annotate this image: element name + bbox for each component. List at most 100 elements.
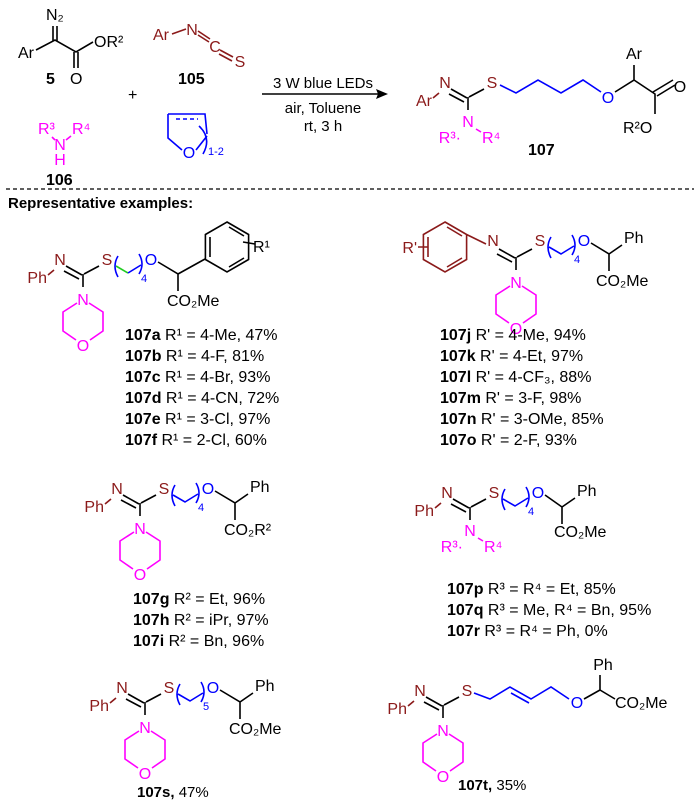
compound-label-107t: 107t, 35%	[458, 777, 526, 794]
atom-o: O	[571, 695, 583, 712]
atom-ar: Ar	[416, 93, 433, 110]
compound-label-105: 105	[178, 71, 205, 88]
structure-107g-i: Ph N S N O 4 O Ph CO₂R²	[84, 479, 271, 584]
substituent-list-107a-f: 107a R¹ = 4-Me, 47% 107b R¹ = 4-F, 81% 1…	[125, 327, 279, 449]
list-item: 107q R³ = Me, R⁴ = Bn, 95%	[447, 602, 651, 619]
substituent-list-107p-r: 107p R³ = R⁴ = Et, 85% 107q R³ = Me, R⁴ …	[447, 581, 651, 640]
atom-n-morpholine: N	[510, 275, 522, 292]
atom-s: S	[535, 233, 546, 250]
condition-light: 3 W blue LEDs	[273, 75, 373, 92]
list-item: 107p R³ = R⁴ = Et, 85%	[447, 581, 616, 598]
reactant-isothiocyanate-105: Ar N C S 105	[153, 22, 245, 88]
atom-s: S	[164, 680, 175, 697]
atom-ph: Ph	[593, 657, 613, 674]
atom-ph: Ph	[624, 230, 644, 247]
atom-o: O	[183, 145, 195, 162]
atom-o: O	[70, 71, 82, 88]
atom-r4: R⁴	[72, 121, 91, 138]
atom-o-morpholine: O	[134, 567, 146, 584]
structure-107s: Ph N S N O 5 O Ph CO₂Me	[89, 678, 281, 783]
atom-s: S	[235, 54, 246, 71]
list-item: 107a R¹ = 4-Me, 47%	[125, 327, 278, 344]
atom-ar: Ar	[18, 45, 35, 62]
atom-n-amine: N	[464, 523, 476, 540]
atom-ph: Ph	[414, 503, 434, 520]
atom-co2me: CO₂Me	[167, 293, 220, 310]
chain-length: 4	[574, 254, 580, 266]
atom-r2o: R²O	[623, 120, 652, 137]
atom-o: O	[532, 485, 544, 502]
atom-ph: Ph	[27, 270, 47, 287]
list-item: 107l R' = 4-CF₃, 88%	[440, 369, 591, 386]
atom-s: S	[462, 683, 473, 700]
list-item: 107r R³ = R⁴ = Ph, 0%	[447, 623, 608, 640]
atom-n: N	[54, 252, 66, 269]
atom-ar: Ar	[626, 46, 643, 63]
atom-r-prime: R'	[402, 240, 417, 257]
structure-107t: Ph N S N O O Ph CO₂Me	[387, 657, 667, 786]
atom-n: N	[186, 22, 198, 39]
reaction-arrow: 3 W blue LEDs air, Toluene rt, 3 h	[262, 75, 388, 135]
list-item: 107j R' = 4-Me, 94%	[440, 327, 586, 344]
list-item: 107d R¹ = 4-CN, 72%	[125, 390, 279, 407]
atom-r4: R⁴	[484, 539, 503, 556]
atom-n2: N₂	[46, 7, 64, 24]
atom-ph: Ph	[250, 479, 270, 496]
atom-o-morpholine: O	[510, 321, 522, 338]
atom-o: O	[674, 79, 686, 96]
atom-or2: OR²	[94, 34, 124, 51]
atom-n-morpholine: N	[139, 720, 151, 737]
list-item: 107o R' = 2-F, 93%	[440, 432, 577, 449]
atom-n-morpholine: N	[134, 521, 146, 538]
reactant-cyclic-ether: O 1-2	[167, 113, 224, 162]
product-107: Ar N S N R³· R⁴ O Ar O R²O 107	[416, 46, 686, 159]
atom-s: S	[102, 252, 113, 269]
substituent-list-107j-o: 107j R' = 4-Me, 94% 107k R' = 4-Et, 97% …	[440, 327, 604, 449]
atom-co2r2: CO₂R²	[224, 522, 272, 539]
atom-s: S	[487, 75, 498, 92]
atom-r3: R³·	[439, 130, 461, 147]
chain-length: 4	[198, 502, 204, 514]
atom-ph: Ph	[387, 701, 407, 718]
condition-solvent: air, Toluene	[285, 100, 361, 117]
plus-sign: +	[128, 87, 137, 104]
atom-o-morpholine: O	[437, 769, 449, 786]
atom-ph: Ph	[89, 698, 109, 715]
atom-r3: R³	[38, 121, 56, 138]
compound-label-107: 107	[528, 142, 555, 159]
atom-n-morpholine: N	[77, 292, 89, 309]
atom-co2me: CO₂Me	[229, 721, 282, 738]
atom-n: N	[487, 233, 499, 250]
atom-o-morpholine: O	[77, 338, 89, 355]
atom-co2me: CO₂Me	[554, 524, 607, 541]
atom-co2me: CO₂Me	[615, 695, 668, 712]
chain-length: 5	[203, 701, 209, 713]
atom-o: O	[602, 90, 614, 107]
atom-o: O	[202, 481, 214, 498]
atom-n: N	[439, 75, 451, 92]
ring-size-label: 1-2	[208, 146, 224, 158]
atom-s: S	[489, 485, 500, 502]
structure-107j-o: R' N S N O 4 O Ph CO₂Me	[402, 221, 649, 338]
compound-label-5: 5	[46, 71, 55, 88]
atom-n: N	[116, 680, 128, 697]
compound-label-107s: 107s, 47%	[137, 784, 209, 801]
list-item: 107c R¹ = 4-Br, 93%	[125, 369, 270, 386]
atom-n: N	[54, 137, 66, 154]
atom-n-amine: N	[462, 114, 474, 131]
list-item: 107e R¹ = 3-Cl, 97%	[125, 411, 270, 428]
list-item: 107n R' = 3-OMe, 85%	[440, 411, 604, 428]
substituent-list-107g-i: 107g R² = Et, 96% 107h R² = iPr, 97% 107…	[133, 591, 269, 650]
atom-ph: Ph	[84, 499, 104, 516]
atom-ar: Ar	[153, 27, 170, 44]
atom-n: N	[111, 481, 123, 498]
list-item: 107b R¹ = 4-F, 81%	[125, 348, 264, 365]
atom-r1: R¹	[253, 239, 270, 256]
atom-r4: R⁴	[482, 130, 501, 147]
atom-o: O	[207, 680, 219, 697]
atom-o: O	[145, 252, 157, 269]
list-item: 107h R² = iPr, 97%	[133, 612, 269, 629]
atom-h: H	[54, 152, 66, 169]
atom-o: O	[578, 233, 590, 250]
